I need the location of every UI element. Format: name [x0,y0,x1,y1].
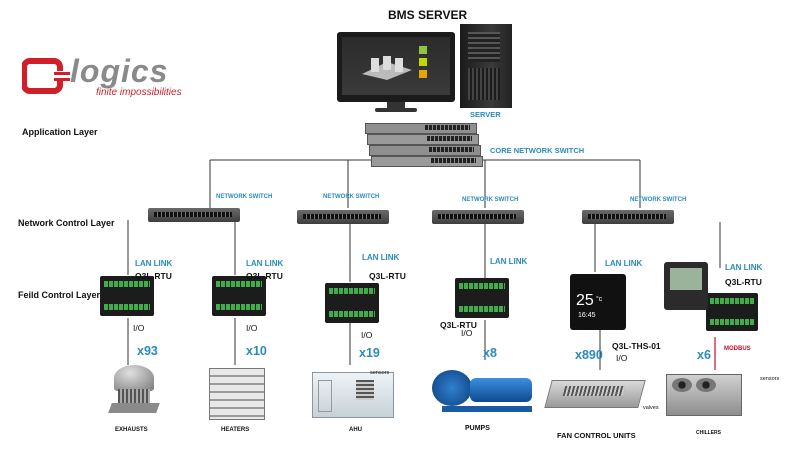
network-switch-4 [582,210,674,224]
rtu-label-6: Q3L-RTU [725,277,762,287]
rtu-module-6 [706,293,758,331]
status-orange-icon [419,70,427,78]
thermostat-time: 16:45 [578,312,596,319]
lan-link-label-2: LAN LINK [246,259,284,268]
server-tower-icon [460,24,512,108]
thermostat-device: 25 °c 16:45 [570,274,626,330]
page-title: BMS SERVER [388,8,468,22]
monitor-display [337,32,455,112]
rtu-module-4 [455,278,509,318]
layer-field: Feild Control Layer [18,290,101,300]
logo-brand: logics [70,53,169,89]
rtu-label-1: Q3L-RTU [135,271,172,281]
equipment-graphic-icon [362,56,412,80]
count-chillers: x6 [697,348,711,362]
rtu-module-3 [325,283,379,323]
lan-link-label-1: LAN LINK [135,259,173,268]
rtu-module-2 [212,276,266,316]
io-label-1: I/O [133,323,145,333]
network-switch-3 [432,210,524,224]
lan-link-label-4: LAN LINK [490,257,528,266]
server-label: SERVER [470,110,501,119]
modbus-label: MODBUS [724,346,751,352]
rtu-label-2: Q3L-RTU [246,271,283,281]
core-network-switch [365,123,485,173]
ths-label: Q3L-THS-01 [612,341,661,351]
layer-application: Application Layer [22,127,98,137]
core-switch-label: CORE NETWORK SWITCH [490,146,585,155]
lan-link-label-5: LAN LINK [605,259,643,268]
network-switch-label-1: NETWORK SWITCH [216,194,273,200]
rtu-label-4: Q3L-RTU [440,320,477,330]
count-pumps: x8 [483,346,497,360]
power-meter-icon [664,262,708,310]
lan-link-label-6: LAN LINK [725,263,763,272]
exhaust-fan-icon [108,365,160,420]
pump-icon [432,360,540,418]
logo-tagline: finite impossibilities [96,87,182,98]
logo: logics finite impossibilities [22,53,222,105]
chiller-valves-label: valves [643,405,659,411]
io-label-3: I/O [361,330,373,340]
fan-coil-unit-icon [544,372,646,416]
heater-icon [205,364,267,422]
ahu-sensors-label: sensors [370,370,390,376]
rtu-label-3: Q3L-RTU [369,271,406,281]
ahu-icon [312,372,394,422]
chiller-sensors-label: sensors [760,376,780,382]
caption-fcu: FAN CONTROL UNITS [557,431,636,440]
network-switch-label-2: NETWORK SWITCH [323,194,380,200]
io-label-2: I/O [246,323,258,333]
network-switch-1 [148,208,240,222]
caption-pumps: PUMPS [465,425,490,432]
logo-mark-icon [22,58,70,94]
chiller-icon [666,374,746,420]
caption-chillers: CHILLERS [696,430,721,436]
status-yellow-icon [419,58,427,66]
network-switch-2 [297,210,389,224]
layer-network: Network Control Layer [18,218,115,228]
caption-ahu: AHU [349,427,362,433]
count-exhausts: x93 [137,344,158,358]
network-switch-label-4: NETWORK SWITCH [630,197,687,203]
rtu-module-1 [100,276,154,316]
count-fcu: x890 [575,348,603,362]
network-switch-label-3: NETWORK SWITCH [462,197,519,203]
count-ahu: x19 [359,346,380,360]
io-label-4: I/O [461,328,473,338]
count-heaters: x10 [246,344,267,358]
caption-exhausts: EXHAUSTS [115,427,148,433]
io-label-5: I/O [616,353,628,363]
caption-heaters: HEATERS [221,427,250,433]
thermostat-unit: °c [596,296,603,303]
lan-link-label-3: LAN LINK [362,253,400,262]
thermostat-temp: 25 [576,292,594,309]
status-green-icon [419,46,427,54]
